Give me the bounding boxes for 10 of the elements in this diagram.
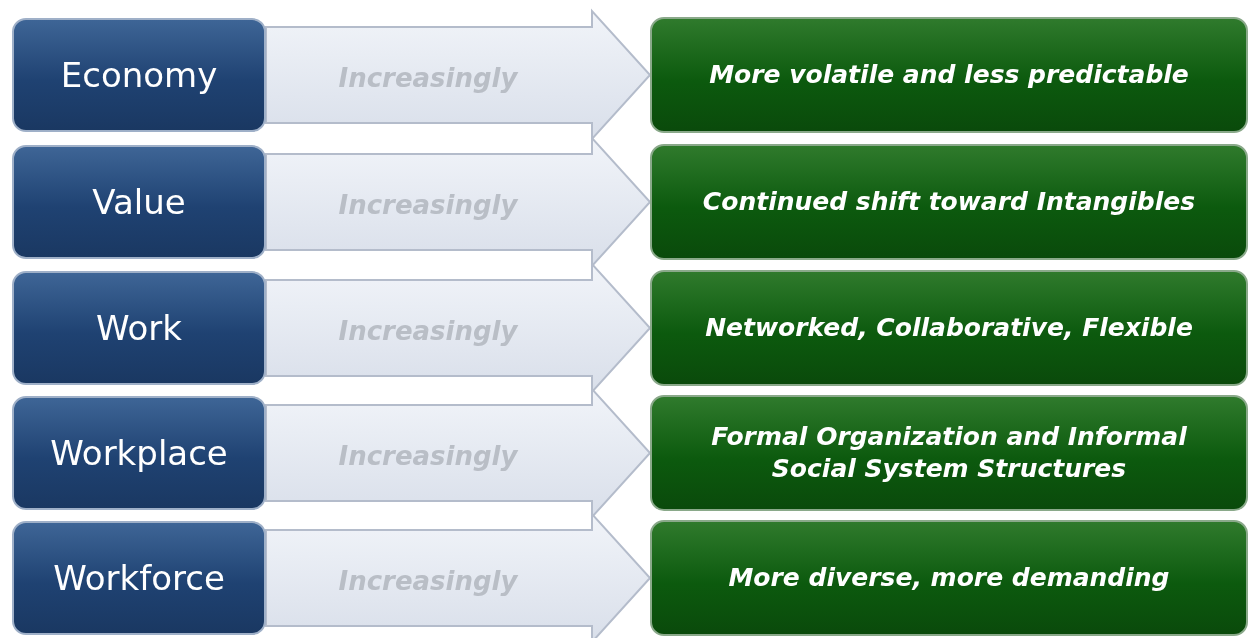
outcome-box: More diverse, more demanding — [650, 520, 1248, 636]
category-box: Workplace — [12, 396, 266, 510]
category-box: Work — [12, 271, 266, 385]
category-box: Economy — [12, 18, 266, 132]
outcome-box: Formal Organization and Informal Social System Structures — [650, 395, 1248, 511]
outcome-box: More volatile and less predictable — [650, 17, 1248, 133]
category-box: Value — [12, 145, 266, 259]
outcome-box: Continued shift toward Intangibles — [650, 144, 1248, 260]
outcome-box: Networked, Collaborative, Flexible — [650, 270, 1248, 386]
category-box: Workforce — [12, 521, 266, 635]
